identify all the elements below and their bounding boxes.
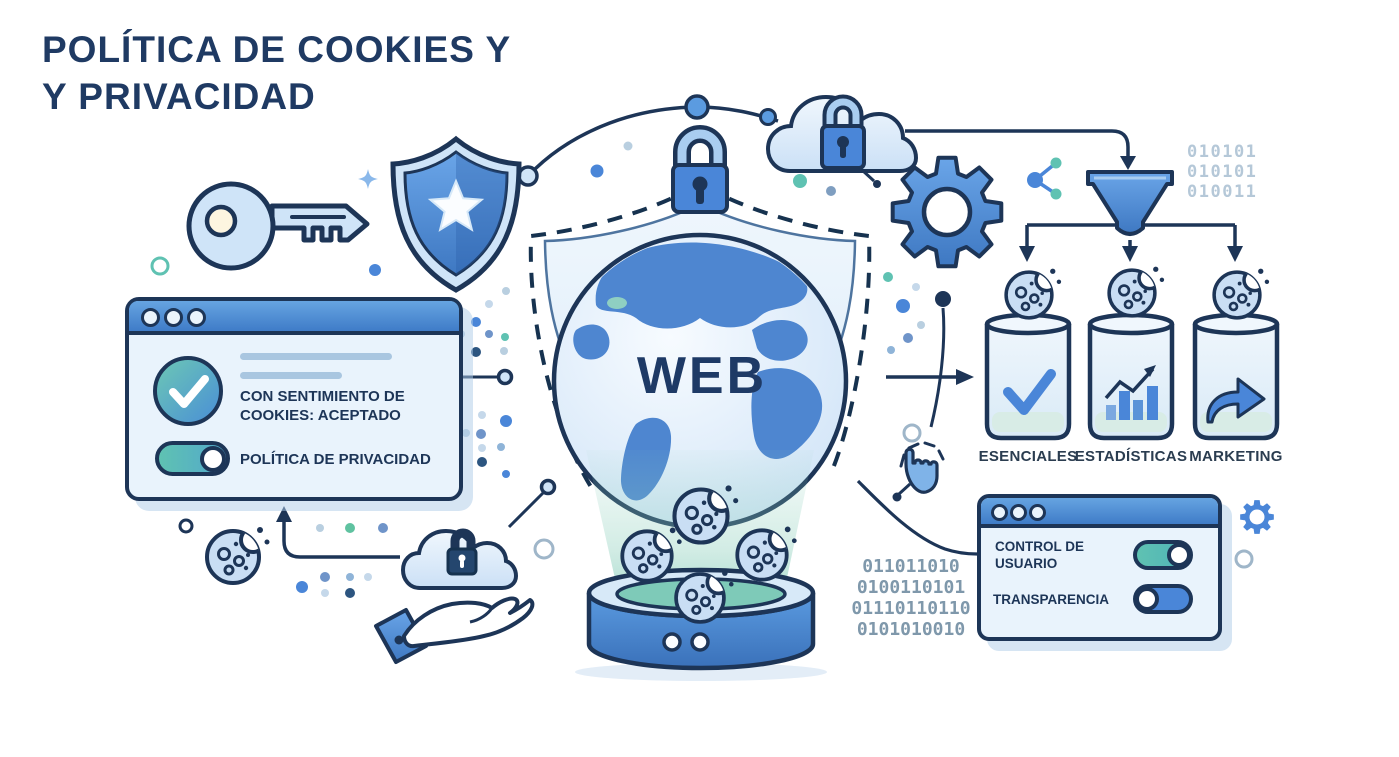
text-placeholder-bar [240, 372, 342, 379]
share-arrow-icon [1206, 377, 1266, 424]
network-node-icon [1027, 157, 1062, 200]
user-control-label: CONTROL DE USUARIO [995, 539, 1085, 571]
decor-dots [457, 287, 512, 478]
checkmark-icon [1003, 369, 1056, 415]
jar-essentials [984, 269, 1072, 441]
ring-decor [150, 256, 170, 276]
privacy-policy-label: POLÍTICA DE PRIVACIDAD [240, 451, 431, 468]
cloud-to-funnel-arrow [905, 129, 1136, 170]
page-title: POLÍTICA DE COOKIES Y Y PRIVACIDAD [42, 26, 511, 120]
consent-window-titlebar [129, 301, 459, 335]
ring-decor [533, 538, 555, 560]
dot-decor [369, 264, 381, 276]
sparkle-icon [358, 169, 378, 189]
ring-decor [1234, 549, 1254, 569]
jar-label-marketing: MARKETING [1189, 448, 1283, 465]
cookie-icon [1006, 269, 1061, 318]
consent-status-text: CON SENTIMIENTO DE COOKIES: ACEPTADO [240, 388, 405, 424]
gear-icon [890, 155, 1004, 269]
node-line-decor [507, 478, 557, 529]
funnel-arrowheads [1019, 246, 1243, 262]
to-jars-arrow [886, 369, 974, 385]
ring-decor [902, 423, 922, 443]
jar-statistics [1087, 267, 1175, 441]
transparency-toggle[interactable] [1133, 584, 1193, 614]
jar-label-essentials: ESENCIALES [978, 448, 1078, 465]
consent-window: CON SENTIMIENTO DE COOKIES: ACEPTADO POL… [125, 297, 463, 501]
cookie-icon [207, 527, 270, 583]
up-arrow [276, 506, 400, 559]
page-title-line1: POLÍTICA DE COOKIES Y [42, 29, 512, 70]
gear-small-icon [1240, 500, 1274, 534]
window-dot [1010, 504, 1027, 521]
window-dot [164, 308, 183, 327]
cookie-icon [1214, 269, 1269, 318]
binary-code-top: 010101 010101 010011 [1187, 142, 1258, 202]
window-dot [187, 308, 206, 327]
page-title-line2: Y PRIVACIDAD [42, 76, 316, 117]
to-control-window-connector [856, 479, 978, 556]
text-placeholder-bar [240, 353, 392, 360]
lock-icon [446, 528, 478, 576]
transparency-label: TRANSPARENCIA [993, 592, 1110, 607]
toggle-knob [200, 445, 226, 472]
toggle-knob [1135, 587, 1159, 611]
window-dot [141, 308, 160, 327]
check-circle-icon [153, 356, 223, 426]
funnel-icon [1086, 170, 1174, 236]
window-node-connector [455, 368, 514, 386]
user-control-toggle[interactable] [1133, 540, 1193, 570]
dot-line-decor [892, 482, 912, 502]
globe-web-label: WEB [636, 347, 768, 405]
control-window-titlebar [981, 498, 1218, 528]
decor-dots [883, 272, 925, 354]
key-icon [186, 181, 370, 271]
decor-dots [296, 523, 388, 598]
window-dot [1029, 504, 1046, 521]
decor-dots [590, 141, 881, 196]
dot-curve-connector [929, 291, 951, 428]
cookie-icon [1109, 267, 1164, 316]
top-arc-connector [517, 94, 779, 187]
jar-marketing [1192, 269, 1280, 441]
ring-decor [178, 518, 194, 534]
toggle-knob [1167, 543, 1191, 567]
jar-label-statistics: ESTADÍSTICAS [1074, 448, 1188, 465]
cloud-lock-icon [765, 94, 919, 173]
shield-star-icon [390, 135, 522, 293]
control-window: CONTROL DE USUARIO TRANSPARENCIA [977, 494, 1222, 641]
privacy-toggle[interactable] [155, 441, 230, 476]
bar-chart-icon [1104, 365, 1158, 420]
padlock-icon [671, 125, 729, 214]
hand-icon [402, 596, 535, 649]
binary-code-bottom: 011011010 0100110101 01110110110 0101010… [851, 556, 971, 640]
hand-cloud-lock [374, 528, 535, 664]
cursor-click-icon [899, 441, 945, 494]
window-dot [991, 504, 1008, 521]
